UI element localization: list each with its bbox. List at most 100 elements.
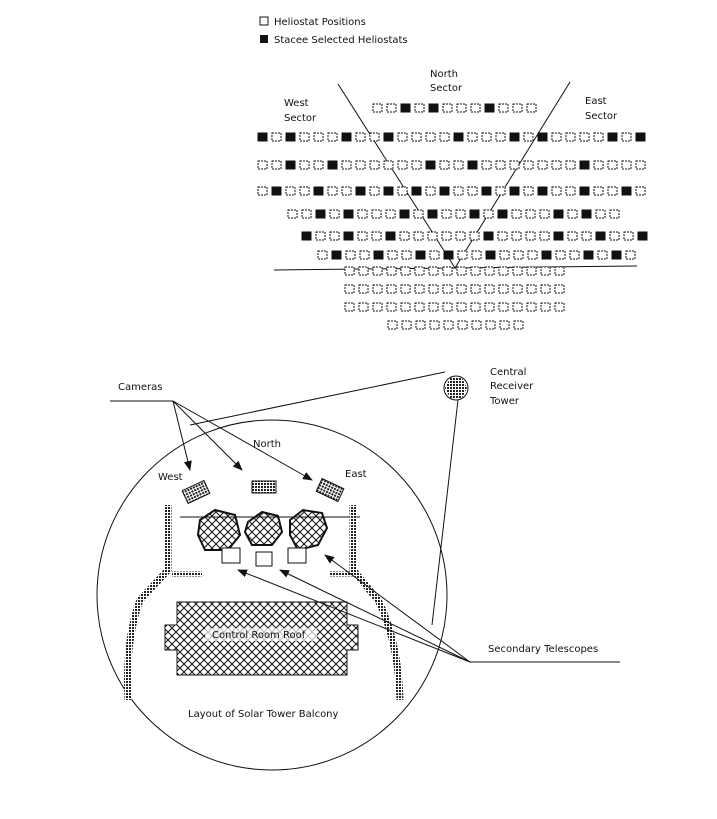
heliostat-position xyxy=(540,284,551,294)
selected-heliostat xyxy=(637,231,648,241)
heliostat-position xyxy=(523,186,534,196)
camera-arrow-west xyxy=(172,400,192,471)
telescope-west xyxy=(196,508,242,551)
selected-heliostat xyxy=(411,186,422,196)
secondary-telescope-west xyxy=(221,547,241,564)
selected-heliostat xyxy=(399,209,410,219)
camera-west xyxy=(181,479,211,505)
heliostat-position xyxy=(385,209,396,219)
heliostat-position xyxy=(453,186,464,196)
heliostat-position xyxy=(469,231,480,241)
heliostat-position xyxy=(357,231,368,241)
heliostat-position xyxy=(625,250,636,260)
legend: Heliostat Positions Stacee Selected Heli… xyxy=(259,16,408,46)
heliostat-position xyxy=(400,302,411,312)
receiver-label-2: Receiver xyxy=(490,381,534,392)
heliostat-position xyxy=(313,132,324,142)
heliostat-position xyxy=(512,302,523,312)
selected-heliostat xyxy=(541,250,552,260)
heliostat-position xyxy=(609,209,620,219)
heliostat-position xyxy=(271,160,282,170)
heliostat-position xyxy=(484,284,495,294)
heliostat-position xyxy=(428,302,439,312)
heliostat-position xyxy=(481,132,492,142)
heliostat-position xyxy=(512,284,523,294)
west-wall xyxy=(124,505,172,701)
selected-heliostat xyxy=(385,231,396,241)
heliostat-position xyxy=(623,231,634,241)
selected-heliostat xyxy=(611,250,622,260)
selected-heliostat xyxy=(485,250,496,260)
heliostat-position xyxy=(257,186,268,196)
magnifier-line-left xyxy=(189,371,446,426)
secondary-telescopes-label: Secondary Telescopes xyxy=(488,644,598,655)
heliostat-position xyxy=(285,186,296,196)
selected-heliostat xyxy=(607,132,618,142)
heliostat-position xyxy=(441,231,452,241)
heliostat-position xyxy=(484,266,495,276)
heliostat-position xyxy=(341,186,352,196)
east-sector-label-1: East xyxy=(585,96,607,107)
heliostat-position xyxy=(428,266,439,276)
heliostat-position xyxy=(287,209,298,219)
heliostat-position xyxy=(442,284,453,294)
heliostat-position xyxy=(484,302,495,312)
heliostat-position xyxy=(512,103,523,113)
heliostat-position xyxy=(327,132,338,142)
heliostat-position xyxy=(414,302,425,312)
selected-heliostat xyxy=(443,250,454,260)
north-sector-label-1: North xyxy=(430,69,458,80)
selected-heliostat xyxy=(635,132,646,142)
heliostat-position xyxy=(441,209,452,219)
west-sector-label-2: Sector xyxy=(284,113,317,124)
heliostat-position xyxy=(567,231,578,241)
heliostat-position xyxy=(414,284,425,294)
heliostat-position xyxy=(635,186,646,196)
heliostat-position xyxy=(499,320,510,330)
heliostat-position xyxy=(414,103,425,113)
heliostat-position xyxy=(371,209,382,219)
heliostat-position xyxy=(344,266,355,276)
heliostat-position xyxy=(399,231,410,241)
heliostat-position xyxy=(453,160,464,170)
selected-heliostat xyxy=(415,250,426,260)
heliostat-position xyxy=(526,302,537,312)
heliostat-position xyxy=(299,186,310,196)
secondary-arrow-west xyxy=(237,569,471,663)
heliostat-position xyxy=(565,186,576,196)
heliostat-position xyxy=(498,302,509,312)
heliostat-position xyxy=(401,320,412,330)
heliostat-position xyxy=(526,103,537,113)
heliostat-position xyxy=(498,103,509,113)
heliostat-position xyxy=(413,231,424,241)
heliostat-position xyxy=(457,250,468,260)
selected-heliostat xyxy=(383,132,394,142)
heliostat-position xyxy=(481,160,492,170)
heliostat-position xyxy=(345,250,356,260)
selected-heliostat xyxy=(285,160,296,170)
heliostat-position xyxy=(455,231,466,241)
selected-heliostat xyxy=(425,160,436,170)
balcony-caption: Layout of Solar Tower Balcony xyxy=(188,709,339,720)
heliostat-position xyxy=(428,284,439,294)
heliostat-position xyxy=(411,132,422,142)
heliostat-position xyxy=(635,160,646,170)
camera-arrow-east xyxy=(172,400,313,481)
heliostat-position xyxy=(439,160,450,170)
heliostat-position xyxy=(313,160,324,170)
heliostat-position xyxy=(397,160,408,170)
heliostat-position xyxy=(540,266,551,276)
heliostat-position xyxy=(456,284,467,294)
heliostat-position xyxy=(386,284,397,294)
heliostat-position xyxy=(539,231,550,241)
selected-heliostat xyxy=(439,186,450,196)
selected-heliostat xyxy=(427,209,438,219)
heliostat-position xyxy=(359,250,370,260)
heliostat-position xyxy=(526,266,537,276)
heliostat-position xyxy=(429,250,440,260)
heliostat-position xyxy=(411,160,422,170)
selected-heliostat xyxy=(483,231,494,241)
heliostat-position xyxy=(371,231,382,241)
secondary-telescope-east xyxy=(287,547,307,564)
heliostat-position xyxy=(509,160,520,170)
